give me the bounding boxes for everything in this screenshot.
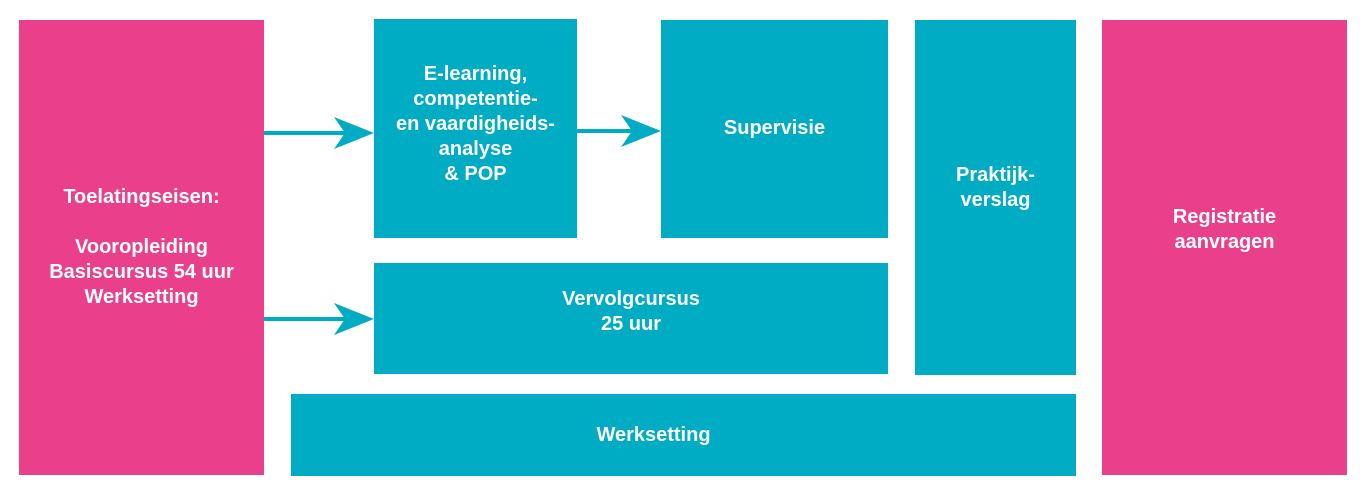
arrow-admission-to-elearning <box>264 117 374 149</box>
elearning-line: analyse <box>438 138 513 160</box>
practice-report-line: Praktijk- <box>956 163 1035 186</box>
practice-report-box: Praktijk- verslag <box>915 20 1076 375</box>
elearning-line: & POP <box>444 163 507 185</box>
follow-up-course-line: Vervolgcursus <box>562 287 700 310</box>
elearning-box: E-learning, competentie- en vaardigheids… <box>374 19 577 238</box>
work-setting-label: Werksetting <box>596 423 711 446</box>
admission-requirements-box: Toelatingseisen: Vooropleiding Basiscurs… <box>19 20 264 475</box>
arrow-elearning-to-supervision <box>577 115 661 147</box>
admission-line: Basiscursus 54 uur <box>49 261 234 283</box>
admission-line: Vooropleiding <box>75 236 208 258</box>
practice-report-line: verslag <box>960 188 1031 211</box>
follow-up-course-box: Vervolgcursus 25 uur <box>374 263 888 374</box>
registration-line: aanvragen <box>1174 231 1275 253</box>
work-setting-bar: Werksetting <box>291 394 1076 476</box>
admission-line: Werksetting <box>84 286 199 308</box>
elearning-line: en vaardigheids- <box>396 113 555 135</box>
follow-up-course-line: 25 uur <box>600 312 662 335</box>
registration-line: Registratie <box>1172 206 1277 228</box>
arrow-admission-to-follow-up-course <box>264 303 374 335</box>
registration-box: Registratie aanvragen <box>1102 20 1347 475</box>
supervision-label: Supervisie <box>723 117 826 139</box>
admission-title: Toelatingseisen: <box>63 186 220 208</box>
supervision-box: Supervisie <box>661 20 888 238</box>
elearning-line: competentie- <box>413 88 538 110</box>
elearning-line: E-learning, <box>423 63 528 85</box>
